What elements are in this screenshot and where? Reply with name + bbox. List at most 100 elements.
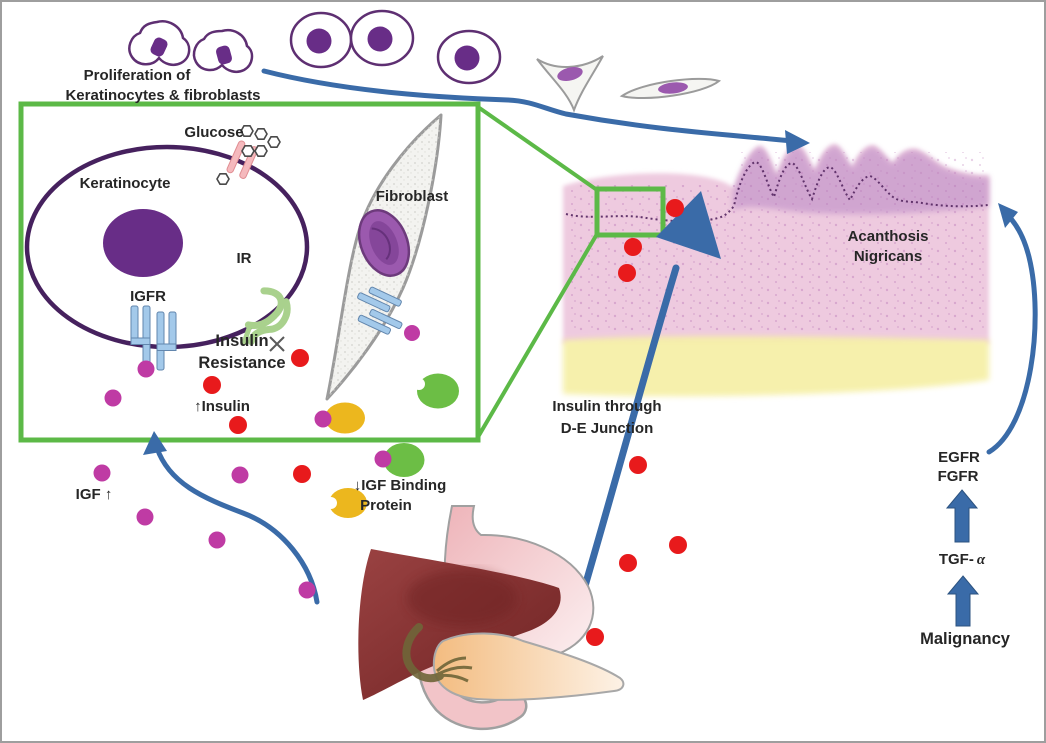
insulin-dot <box>624 238 642 256</box>
glucose-molecule-icon <box>267 136 281 148</box>
gi-organs-illustration <box>358 505 625 731</box>
insulin-dot <box>669 536 687 554</box>
zoom-callout <box>476 105 666 439</box>
arrowhead <box>785 130 810 154</box>
glucose-transporter-icon <box>226 140 259 179</box>
igf-binding-label-line2: Protein <box>360 497 412 514</box>
insulin-dot <box>229 416 247 434</box>
igf-dot <box>208 531 226 549</box>
insulin-dot <box>619 554 637 572</box>
glucose-molecule-icon <box>240 125 254 137</box>
arrow-shaft <box>261 68 795 144</box>
igf-up-label: IGF ↑ <box>75 486 113 503</box>
igf-binding-label-line1: ↓IGF Binding <box>353 477 447 494</box>
igf-dot <box>137 360 155 378</box>
transporter-bar <box>239 146 259 179</box>
insulin-dots <box>203 199 687 646</box>
top-fibroblast-nuclei <box>557 66 688 94</box>
fibroblast-receptor-icon <box>357 286 403 335</box>
insulin-resistance-label-line1: Insulin <box>215 332 269 350</box>
insulin-blocked-x-icon <box>269 336 285 352</box>
binding-protein-notch <box>413 378 425 390</box>
insulin-through-label-line2: D-E Junction <box>560 420 654 437</box>
igf-binding-proteins-yellow <box>325 402 367 518</box>
insulin-dot <box>293 465 311 483</box>
fibroblast-nucleus <box>658 82 688 94</box>
cell-nucleus <box>216 45 232 65</box>
zoom-source-box <box>594 186 666 238</box>
tgf-prefix: TGF- <box>938 551 974 568</box>
arrow-shaft <box>986 208 1038 455</box>
keratinocyte-label: Keratinocyte <box>79 175 171 192</box>
igfr-label: IGFR <box>130 288 166 305</box>
zoom-line-bottom <box>476 232 599 439</box>
acanthosis-label-line2: Nigricans <box>853 248 923 265</box>
top-cell-nuclei <box>150 26 480 71</box>
liver-shadow <box>407 570 517 626</box>
igf-binding-protein-yellow <box>329 488 367 518</box>
insulin-resistance-label-line2: Resistance <box>198 354 286 372</box>
igf-dot <box>136 508 154 526</box>
insulin-up-label: ↑Insulin <box>194 398 250 415</box>
arrow-insulin-de-junction <box>569 191 721 631</box>
glucose-molecule-icon <box>254 128 268 140</box>
malignancy-label: Malignancy <box>920 630 1010 648</box>
insulin-through-label-line1: Insulin through <box>552 398 662 415</box>
basal-layer-dotted-line <box>565 160 989 223</box>
insulin-dot <box>666 199 684 217</box>
arrow-igf-entry <box>143 431 320 605</box>
igf-dot <box>231 466 249 484</box>
igf-dot <box>314 410 332 428</box>
arrow-proliferation-to-skin <box>261 68 810 154</box>
insulin-dot <box>586 628 604 646</box>
arrow-shaft <box>569 264 680 631</box>
fibroblast-cell <box>325 113 443 401</box>
igf-dot <box>374 450 392 468</box>
egfr-label: EGFR <box>938 449 980 466</box>
igf-dot <box>404 325 420 341</box>
cell-nucleus <box>306 28 332 54</box>
tgf-alpha-glyph: α <box>976 552 986 568</box>
igf-dot <box>93 464 111 482</box>
cell-nucleus <box>367 26 393 52</box>
fibroblast-label: Fibroblast <box>375 188 449 205</box>
glucose-molecule-icon <box>241 145 255 157</box>
fibroblast-nucleus <box>557 66 583 82</box>
glucose-label: Glucose <box>184 124 244 141</box>
cell-nucleus <box>454 45 480 71</box>
igf-binding-protein-green <box>417 373 459 409</box>
keratinocyte-nucleus <box>103 209 183 277</box>
transporter-bar <box>226 140 246 174</box>
tgf-alpha-label: TGF-α <box>939 551 985 569</box>
arrow-malignancy-feedback <box>986 203 1038 455</box>
glucose-molecules <box>216 125 281 185</box>
arrow-malignancy-to-tgf <box>946 575 980 627</box>
insulin-dot <box>203 376 221 394</box>
cell-nucleus <box>150 37 168 57</box>
pancreas-illustration <box>432 632 625 701</box>
bile-duct-illustration <box>402 623 473 683</box>
insulin-dot <box>618 264 636 282</box>
igfr-receptor-icon <box>130 305 177 371</box>
fgfr-label: FGFR <box>937 468 979 485</box>
igf-dot <box>104 389 122 407</box>
arrow-tgf-to-receptors <box>945 489 979 543</box>
acanthosis-label-line1: Acanthosis <box>847 228 929 245</box>
insulin-dot <box>291 349 309 367</box>
arrowhead <box>656 191 721 259</box>
arrowhead <box>143 431 167 455</box>
proliferation-label-line1: Proliferation of <box>83 67 191 84</box>
glucose-molecule-icon <box>254 145 268 157</box>
igf-dots <box>93 325 420 599</box>
ridge-speckles <box>736 152 986 207</box>
igf-binding-protein-yellow <box>325 402 365 434</box>
zoom-line-top <box>476 105 599 192</box>
top-fibroblast-cells <box>536 55 722 113</box>
arrow-shaft <box>154 445 320 605</box>
ir-receptor-icon <box>241 287 291 346</box>
arrowhead <box>998 203 1018 228</box>
dermis-yellow-band <box>563 336 989 397</box>
glucose-molecule-icon <box>216 173 230 185</box>
